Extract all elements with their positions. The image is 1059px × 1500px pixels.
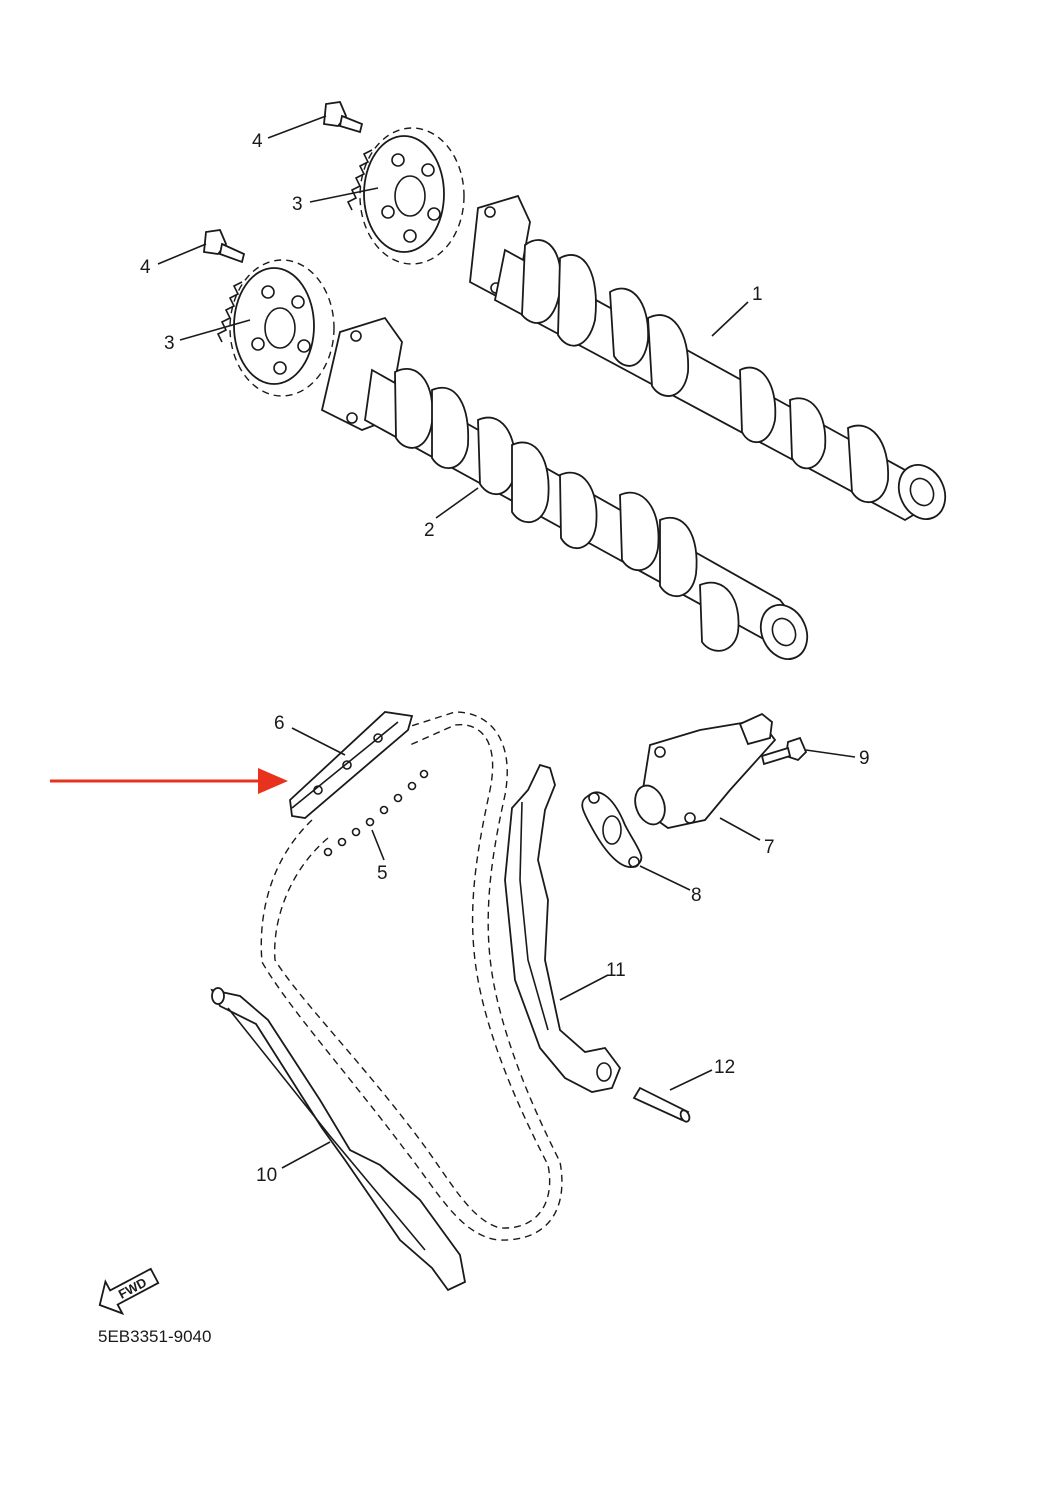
callout-7: 7	[764, 837, 775, 858]
tensioner-gasket[interactable]	[581, 791, 643, 868]
callout-5: 5	[377, 863, 388, 884]
callout-labels: 1 2 3 3 4 4 5 6 7 8 9 10 11 12	[140, 131, 870, 1186]
callout-3-lower: 3	[164, 333, 175, 354]
callout-3-upper: 3	[292, 194, 303, 215]
bolt-lower[interactable]	[203, 229, 246, 264]
callout-11: 11	[606, 960, 626, 981]
chain-guide-exhaust[interactable]	[210, 987, 467, 1292]
fwd-direction-arrow: FWD	[98, 1267, 160, 1316]
chain-guide-intake[interactable]	[504, 763, 622, 1093]
callout-6: 6	[274, 713, 285, 734]
camshaft-lower[interactable]	[320, 316, 816, 667]
chain-tensioner[interactable]	[630, 712, 777, 829]
guide-pin[interactable]	[632, 1086, 691, 1123]
callout-10: 10	[256, 1165, 277, 1186]
sprocket-lower[interactable]	[216, 259, 335, 397]
reference-code: 5EB3351-9040	[98, 1327, 211, 1346]
chain-links	[323, 769, 429, 857]
callout-12: 12	[714, 1057, 735, 1078]
leader-lines	[157, 115, 856, 1169]
chain-guide-top[interactable]	[289, 711, 414, 819]
callout-4-lower: 4	[140, 257, 151, 278]
callout-2: 2	[424, 520, 435, 541]
bolt-upper[interactable]	[323, 101, 364, 134]
callout-9: 9	[859, 748, 870, 769]
sprocket-upper[interactable]	[346, 127, 465, 265]
camshaft-upper[interactable]	[469, 194, 954, 527]
callout-8: 8	[691, 885, 702, 906]
tensioner-bolt[interactable]	[760, 736, 808, 766]
callout-4-upper: 4	[252, 131, 263, 152]
timing-chain[interactable]	[260, 711, 563, 1241]
callout-1: 1	[752, 284, 763, 305]
highlight-arrow	[50, 768, 288, 794]
